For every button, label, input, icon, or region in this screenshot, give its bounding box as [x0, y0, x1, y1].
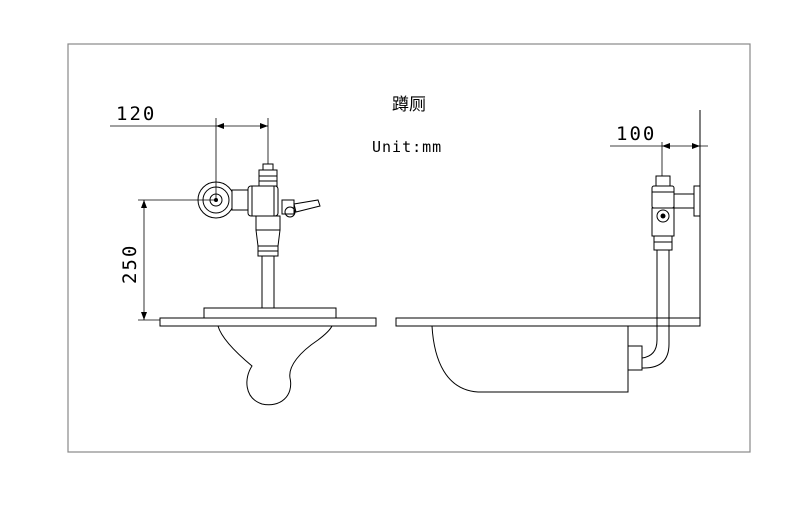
front-view: 120 250: [110, 103, 377, 406]
side-view: 100: [395, 110, 708, 393]
dimension-250: 250: [119, 199, 216, 321]
dimension-label-250: 250: [119, 244, 141, 284]
drawing-title: 蹲厕: [392, 95, 426, 115]
dimension-100: 100: [610, 123, 708, 176]
dimension-label-100: 100: [616, 123, 656, 145]
flush-valve-side: [628, 175, 701, 369]
unit-label: Unit:mm: [372, 138, 442, 156]
drawing-frame: [67, 43, 751, 453]
dimension-120: 120: [110, 103, 269, 200]
squat-toilet-side: [395, 317, 701, 393]
squat-toilet-front: [159, 307, 377, 406]
dimension-label-120: 120: [116, 103, 156, 125]
flush-valve-front: [197, 163, 321, 308]
